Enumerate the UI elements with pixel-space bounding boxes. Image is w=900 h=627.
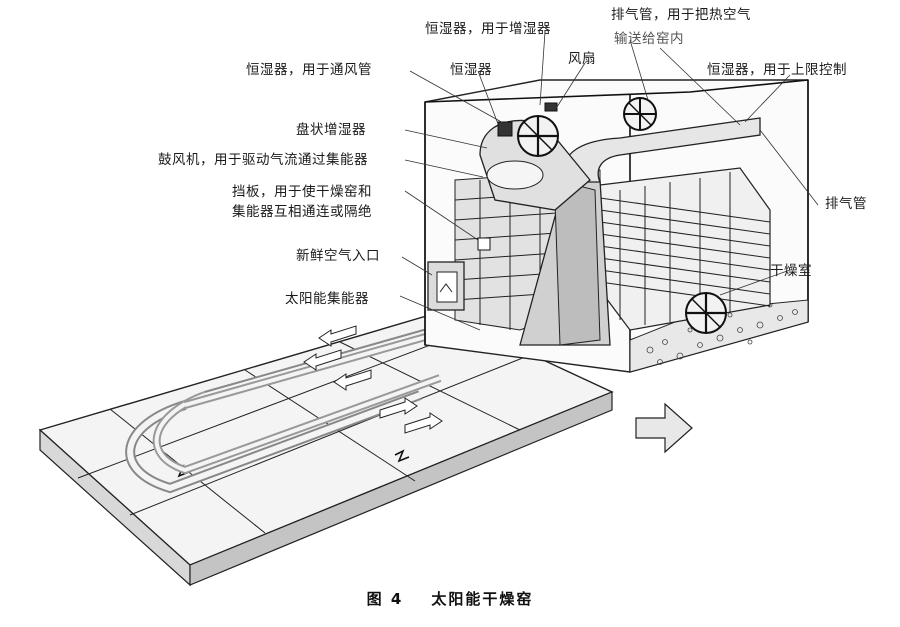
air-duct [519, 117, 761, 346]
label-humidistat-upper-limit: 恒湿器，用于上限控制 [707, 62, 847, 78]
label-baffle-2: 集能器互相通连或隔绝 [232, 204, 372, 220]
fan-icon [517, 115, 559, 157]
lumber-stack [599, 167, 771, 331]
label-solar-collector: 太阳能集能器 [285, 291, 369, 307]
humidistat-box [477, 102, 558, 251]
label-blower: 鼓风机，用于驱动气流通过集能器 [158, 152, 368, 168]
label-drying-kiln: 干燥室 [770, 263, 812, 279]
figure-number: 图 4 [366, 590, 404, 608]
blower-housing [479, 119, 591, 211]
label-humidistat: 恒湿器 [450, 62, 492, 78]
gravel-floor [646, 302, 798, 365]
label-baffle-1: 挡板，用于使干燥窑和 [232, 184, 372, 200]
solar-collector-plate [38, 311, 614, 587]
label-exhaust-pipe: 排气管 [825, 196, 867, 212]
figure-caption: 图 4 太阳能干燥窑 [0, 588, 900, 609]
figure-title: 太阳能干燥窑 [431, 590, 534, 608]
label-exhaust-pipe-hot-air: 排气管，用于把热空气 [611, 7, 751, 23]
collector-flow-arrows [303, 325, 443, 434]
fresh-air-inlet-box [427, 261, 465, 311]
label-fan: 风扇 [568, 51, 596, 67]
label-exhaust-pipe-hot-air-2: 输送给窑内 [614, 31, 684, 47]
direction-arrow-icon [635, 402, 693, 454]
label-pan-humidifier: 盘状增湿器 [296, 122, 366, 138]
fan-icon [623, 97, 657, 131]
label-fresh-air-inlet: 新鲜空气入口 [296, 248, 380, 264]
fan-icon [685, 292, 727, 334]
label-humidistat-vent: 恒湿器，用于通风管 [246, 62, 372, 78]
leader-lines [399, 31, 819, 331]
label-humidistat-for-humidifier: 恒湿器，用于增湿器 [425, 21, 551, 37]
